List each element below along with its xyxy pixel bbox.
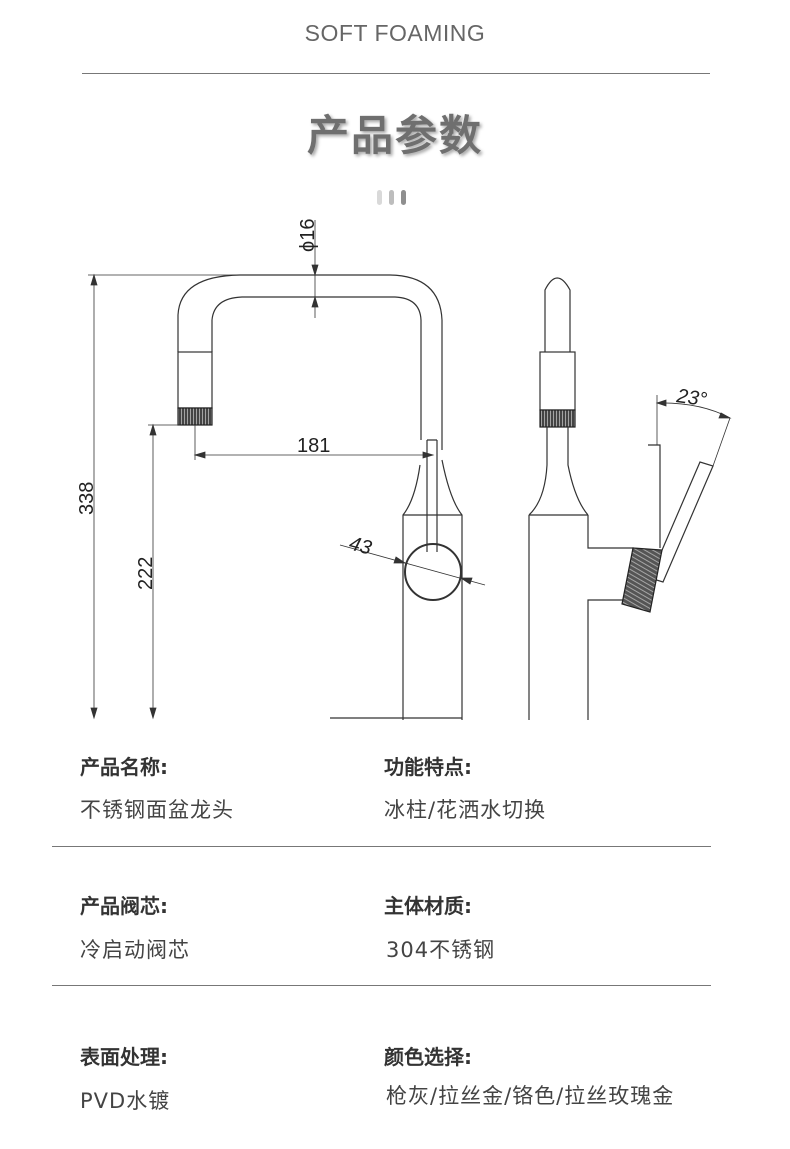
indicator-dot bbox=[389, 190, 394, 205]
page-title: 产品参数 bbox=[306, 111, 483, 160]
spec-value-cartridge: 冷启动阀芯 bbox=[80, 938, 190, 962]
side-handle-rest bbox=[648, 444, 661, 548]
indicator-dot bbox=[401, 190, 406, 205]
side-sprayer bbox=[539, 351, 576, 411]
faucet-technical-drawing: ϕ16 338 222 181 43 23° bbox=[76, 219, 732, 720]
header-divider bbox=[82, 73, 710, 74]
side-body-right bbox=[587, 515, 634, 720]
spec-label-color: 颜色选择: bbox=[384, 1045, 472, 1069]
page-subtitle: SOFT FOAMING bbox=[304, 20, 486, 46]
indicator-dot bbox=[377, 190, 382, 205]
spec-value-name: 不锈钢面盆龙头 bbox=[80, 798, 234, 822]
side-neck bbox=[528, 427, 589, 516]
spec-divider bbox=[52, 846, 711, 847]
spec-label-finish: 表面处理: bbox=[80, 1045, 168, 1069]
side-cartridge bbox=[621, 547, 663, 613]
side-knurl bbox=[539, 409, 576, 428]
dim-angle: 23° bbox=[674, 385, 708, 411]
dim-total-height: 338 bbox=[76, 482, 98, 515]
spec-value-finish: PVD水镀 bbox=[80, 1089, 171, 1113]
spec-label-name: 产品名称: bbox=[80, 755, 168, 779]
spec-label-cartridge: 产品阀芯: bbox=[80, 894, 168, 918]
base-circle bbox=[404, 543, 462, 601]
side-spout bbox=[544, 277, 571, 352]
spec-label-material: 主体材质: bbox=[384, 894, 472, 918]
dim-pipe-diameter: ϕ16 bbox=[297, 219, 319, 252]
spout-inner bbox=[211, 296, 422, 440]
spec-value-color: 枪灰/拉丝金/铬色/拉丝玫瑰金 bbox=[386, 1084, 675, 1108]
handle-lever bbox=[426, 439, 438, 552]
dim-reach: 181 bbox=[297, 435, 330, 457]
spec-divider bbox=[52, 985, 711, 986]
spout-outer bbox=[177, 274, 443, 450]
spec-value-material: 304不锈钢 bbox=[386, 938, 496, 962]
spec-label-function: 功能特点: bbox=[384, 755, 472, 779]
sprayer-knurl bbox=[177, 407, 213, 426]
spec-value-function: 冰柱/花洒水切换 bbox=[384, 798, 547, 822]
dim-outlet-height: 222 bbox=[135, 557, 157, 590]
dim-base-diameter: 43 bbox=[347, 533, 374, 560]
sprayer-head bbox=[177, 351, 213, 409]
